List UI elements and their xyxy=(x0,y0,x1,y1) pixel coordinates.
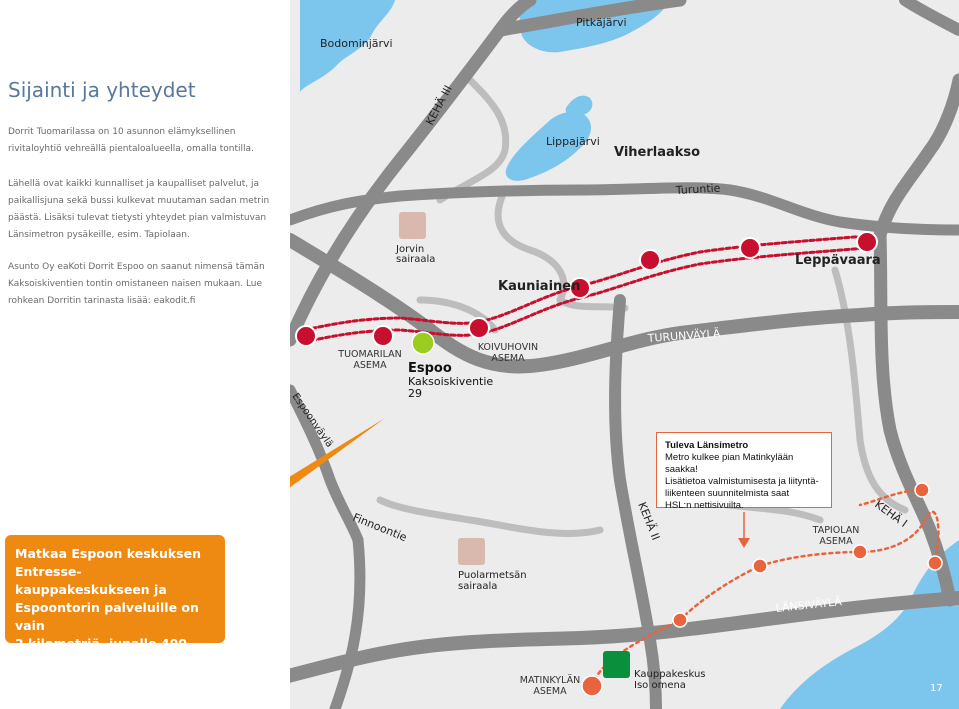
site-city: Espoo xyxy=(408,361,452,376)
label-jorvi-2: sairaala xyxy=(396,254,435,265)
callout-title: Tuleva Länsimetro xyxy=(665,440,749,451)
label-koivuhovi-2: ASEMA xyxy=(491,353,525,364)
site-address-1: Kaksoiskiventie xyxy=(408,375,493,388)
page-number: 17 xyxy=(930,683,943,694)
mall-isoomena-icon xyxy=(603,651,630,678)
highlight-line: Entresse-kauppakeskukseen ja xyxy=(15,564,167,597)
metro-station-keilaniemi xyxy=(927,555,943,571)
label-koivuhovi-1: KOIVUHOVIN xyxy=(478,342,538,353)
road-minor-jorvi xyxy=(494,186,568,304)
paragraph-services: Lähellä ovat kaikki kunnalliset ja kaupa… xyxy=(8,179,270,240)
rail-station-leppavaara-west xyxy=(739,237,761,259)
road-keha-iii-north xyxy=(493,0,687,37)
rail-station-tuomarila xyxy=(372,325,394,347)
hospital-jorvi-icon xyxy=(399,212,426,239)
label-bodominjarvi: Bodominjärvi xyxy=(320,37,393,50)
label-pitkajarvi: Pitkäjärvi xyxy=(576,16,627,29)
road-minor-center xyxy=(416,296,499,334)
label-kauniainen: Kauniainen xyxy=(498,279,580,294)
label-isoomena-2: Iso omena xyxy=(634,680,686,691)
road-minor-south xyxy=(376,496,604,537)
lake-lippa-north xyxy=(565,95,593,117)
road-north-east xyxy=(899,0,959,36)
highlight-line: Matkaa Espoon keskuksen xyxy=(15,546,201,561)
label-tuomarila-1: TUOMARILAN xyxy=(337,349,401,360)
rail-station-kauniainen xyxy=(569,277,591,299)
rail-station-west xyxy=(295,325,317,347)
hospital-puolarmetsa-icon xyxy=(458,538,485,565)
sea-inlet xyxy=(900,650,959,709)
label-jorvi-1: Jorvin xyxy=(395,244,424,255)
road-finnoontie xyxy=(329,534,366,709)
label-tuomarila-2: ASEMA xyxy=(353,360,387,371)
railway-track-a xyxy=(303,234,869,332)
road-turunvayla xyxy=(283,233,959,374)
rail-station-leppavaara xyxy=(856,231,878,253)
sea xyxy=(780,540,959,709)
metro-station-matinkyla xyxy=(581,675,603,697)
label-viherlaakso: Viherlaakso xyxy=(614,145,700,160)
callout-line: liikenteen suunnitelmista saat xyxy=(665,488,790,499)
rail-station-mid xyxy=(639,249,661,271)
highlight-line: ja bussille 200 metriä. xyxy=(15,672,173,687)
highlight-line: 2 kilometriä, junalle 400 metriä xyxy=(15,636,187,669)
lake-lippajarvi xyxy=(505,111,592,181)
railway-track-b xyxy=(303,246,869,344)
paragraph-intro: Dorrit Tuomarilassa on 10 asunnon elämyk… xyxy=(8,127,254,154)
label-puolarmetsa-1: Puolarmetsän xyxy=(458,570,527,581)
label-leppavaara: Leppävaara xyxy=(795,253,881,268)
callout-arrow-head xyxy=(738,538,750,548)
road-lansivayla xyxy=(223,591,959,697)
label-matinkyla-2: ASEMA xyxy=(533,686,567,697)
paragraph-name: Asunto Oy eaKoti Dorrit Espoo on saanut … xyxy=(8,262,265,306)
road-keha-ii xyxy=(609,294,662,709)
site-marker xyxy=(411,331,435,355)
road-keha-i-north xyxy=(873,73,959,242)
label-turunvayla: TURUNVÄYLÄ xyxy=(646,327,721,345)
road-espoonvayla xyxy=(284,384,364,546)
road-minor-north xyxy=(436,76,510,204)
label-tapiola-2: ASEMA xyxy=(819,536,853,547)
page-title: Sijainti ja yhteydet xyxy=(8,78,196,102)
metro-station-aalto xyxy=(914,482,930,498)
label-tapiola-1: TAPIOLAN xyxy=(812,525,860,536)
metro-station-tapiola xyxy=(852,544,868,560)
callout-line: Metro kulkee pian Matinkylään saakka! xyxy=(665,452,794,475)
callout-line: Lisätietoa valmistumisesta ja liityntä- xyxy=(665,476,819,487)
callout-line: HSL:n nettisivuilta. xyxy=(665,500,744,511)
label-lippajarvi: Lippajärvi xyxy=(546,135,600,148)
rail-station-koivuhovi xyxy=(468,317,490,339)
site-address-2: 29 xyxy=(408,387,422,400)
road-turuntie xyxy=(284,182,959,236)
metro-station-urheilupuisto xyxy=(752,558,768,574)
metro-station-niittykumpu xyxy=(672,612,688,628)
metro-callout: Tuleva Länsimetro Metro kulkee pian Mati… xyxy=(656,432,832,511)
lake-bodominjarvi xyxy=(300,0,395,92)
distance-highlight-box: Matkaa Espoon keskuksen Entresse-kauppak… xyxy=(5,535,225,687)
label-puolarmetsa-2: sairaala xyxy=(458,581,497,592)
highlight-line: Espoontorin palveluille on vain xyxy=(15,600,199,633)
label-turuntie: Turuntie xyxy=(674,182,720,197)
label-isoomena-1: Kauppakeskus xyxy=(634,669,706,680)
label-matinkyla-1: MATINKYLÄN xyxy=(520,675,580,686)
